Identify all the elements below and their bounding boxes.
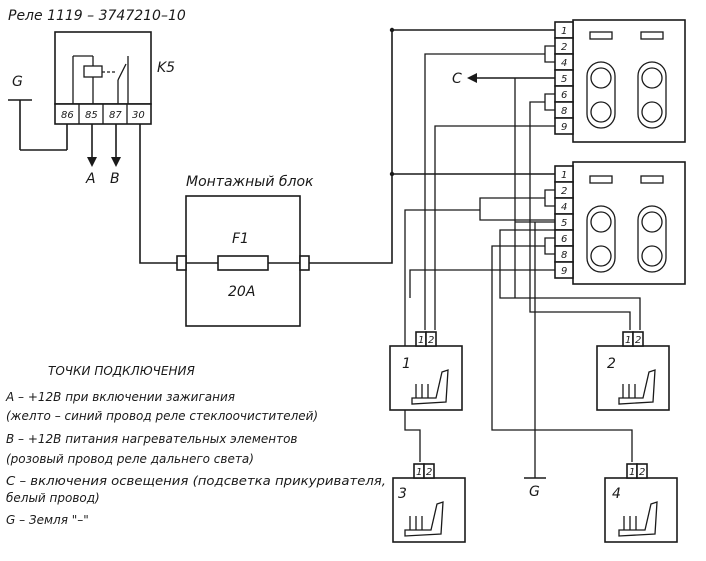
relay-pin-86: 86 (61, 110, 74, 121)
relay-contact (117, 63, 127, 81)
switch-1-pin-5: 5 (561, 74, 567, 85)
switch-2-pin-4: 4 (561, 202, 567, 213)
legend-line-g: G – Земля "–" (6, 513, 89, 527)
switch-2-key-left (586, 205, 616, 273)
seat-1-icon (411, 369, 449, 405)
seat-3-pin-2: 2 (426, 467, 432, 478)
relay-k5: Реле 1119 – 3747210–10 K5 86 85 87 30 (8, 8, 186, 125)
switch-2-key-right (637, 205, 667, 273)
legend-line-a: А – +12В при включении зажигания (5, 390, 235, 404)
switch-2-wiring (404, 189, 641, 478)
seat-1-body (389, 345, 463, 411)
switch-1-indicator-right (640, 31, 664, 40)
seat-4-number: 4 (612, 486, 621, 502)
seat-2-pin-2: 2 (635, 335, 641, 346)
output-c-label: C (452, 71, 462, 87)
seat-1-pin-1: 1 (418, 335, 424, 346)
ground-label: G (12, 74, 23, 90)
ground-bottom: G (524, 477, 546, 500)
mounting-block: Монтажный блок F1 20A (176, 174, 314, 327)
seat-3-number: 3 (398, 486, 407, 502)
switch-1-pin-8: 8 (561, 106, 567, 117)
switch-1-indicator-left (589, 31, 613, 40)
fuse-f1 (217, 255, 269, 271)
seat-4-pin-1: 1 (629, 467, 635, 478)
seat-4-body (604, 477, 678, 543)
output-c: C (452, 71, 555, 87)
switch-2-pin-9: 9 (561, 266, 567, 277)
switch-1-pin-1: 1 (561, 26, 567, 37)
switch-2: 1 2 4 5 6 8 9 (554, 161, 686, 285)
seat-2: 1 2 2 (596, 331, 670, 411)
seat-2-pin-1: 1 (625, 335, 631, 346)
mounting-block-title: Монтажный блок (186, 174, 314, 190)
switch-1-pin-4: 4 (561, 58, 567, 69)
switch-2-pin-5: 5 (561, 218, 567, 229)
switch-2-pin-1: 1 (561, 170, 567, 181)
legend-line-c-note: белый провод) (6, 491, 100, 505)
seat-1: 1 2 1 (389, 331, 463, 411)
fuse-rating: 20A (228, 284, 255, 300)
relay-title: Реле 1119 – 3747210–10 (8, 8, 186, 24)
seat-4: 1 2 4 (604, 463, 678, 543)
seat-2-icon (618, 369, 656, 405)
legend-line-b: В – +12В питания нагревательных элементо… (6, 432, 298, 446)
seat-3-icon (404, 501, 444, 537)
seat-2-body (596, 345, 670, 411)
ground-bottom-label: G (529, 484, 540, 500)
switch-1-pin-6: 6 (561, 90, 567, 101)
switch-2-pin-6: 6 (561, 234, 567, 245)
legend-line-b-note: (розовый провод реле дальнего света) (6, 452, 254, 466)
wire-relay-to-fuse (139, 124, 178, 264)
relay-pin-30: 30 (132, 110, 145, 121)
seat-4-icon (618, 501, 658, 537)
switch-2-indicator-right (640, 175, 664, 184)
seat-3-pin-1: 1 (416, 467, 422, 478)
ground-symbol: G (8, 74, 68, 151)
switch-1: 1 2 4 5 6 8 9 (554, 19, 686, 143)
legend-line-c: С – включения освещения (подсветка прику… (6, 474, 386, 488)
wire-fuse-to-bus (309, 29, 555, 264)
legend-title: ТОЧКИ ПОДКЛЮЧЕНИЯ (48, 364, 195, 378)
relay-pin-85: 85 (85, 110, 98, 121)
seat-1-number: 1 (402, 356, 411, 372)
legend: ТОЧКИ ПОДКЛЮЧЕНИЯ А – +12В при включении… (5, 364, 386, 527)
switch-2-pin-8: 8 (561, 250, 567, 261)
legend-line-a-note: (желто – синий провод реле стеклоочистит… (6, 409, 318, 423)
relay-body (54, 31, 152, 105)
output-arrows-ab: A B (85, 124, 121, 187)
switch-1-key-right (637, 61, 667, 129)
switch-1-pin-9: 9 (561, 122, 567, 133)
switch-1-pin-2: 2 (561, 42, 567, 53)
switch-1-wiring (424, 45, 631, 330)
output-a-label: A (85, 171, 96, 187)
relay-name: K5 (157, 60, 175, 76)
switch-2-indicator-left (589, 175, 613, 184)
seat-1-pin-2: 2 (428, 335, 434, 346)
seat-3: 1 2 3 (392, 463, 466, 543)
seat-4-pin-2: 2 (639, 467, 645, 478)
fuse-name: F1 (232, 231, 249, 247)
switch-2-pin-2: 2 (561, 186, 567, 197)
switch-1-key-left (586, 61, 616, 129)
output-b-label: B (110, 171, 120, 187)
seat-2-number: 2 (607, 356, 616, 372)
relay-pin-87: 87 (109, 110, 122, 121)
